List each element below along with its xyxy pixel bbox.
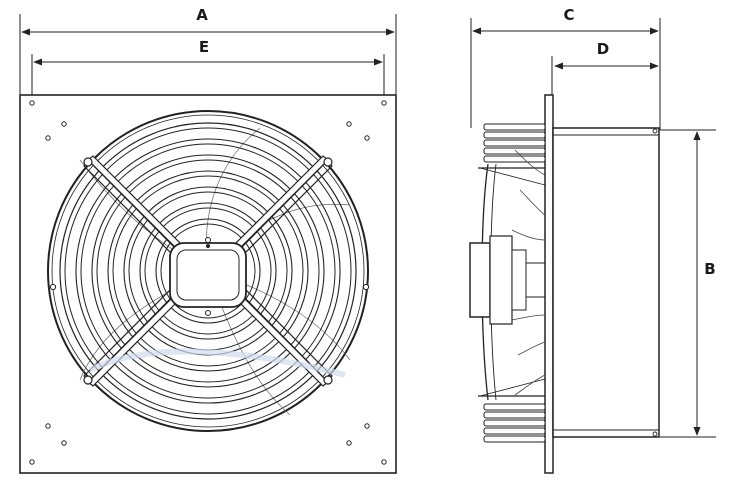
front-view: A E [19,6,397,474]
dimension-c-label: C [563,6,574,24]
guard-fins [483,123,546,443]
dimension-d-label: D [597,40,609,58]
dimension-c: C [470,6,661,130]
dimension-b: B [660,129,716,438]
motor-hub [169,237,247,316]
housing-body [552,127,660,438]
side-view: C D B [469,6,716,474]
dimension-e: E [31,38,385,100]
dimension-b-label: B [704,260,715,278]
fan-housing-ring [47,110,369,432]
motor-body [469,235,545,325]
watermark-swash [88,348,346,378]
dimension-e-label: E [199,38,209,56]
plate-holes [29,100,387,465]
dimension-a: A [19,6,397,94]
blade-profile [511,149,546,396]
dimension-d: D [551,40,659,97]
housing-tabs [49,283,370,291]
plate-edge [544,94,554,474]
dimension-a-label: A [196,6,208,24]
fan-guard [59,122,357,420]
